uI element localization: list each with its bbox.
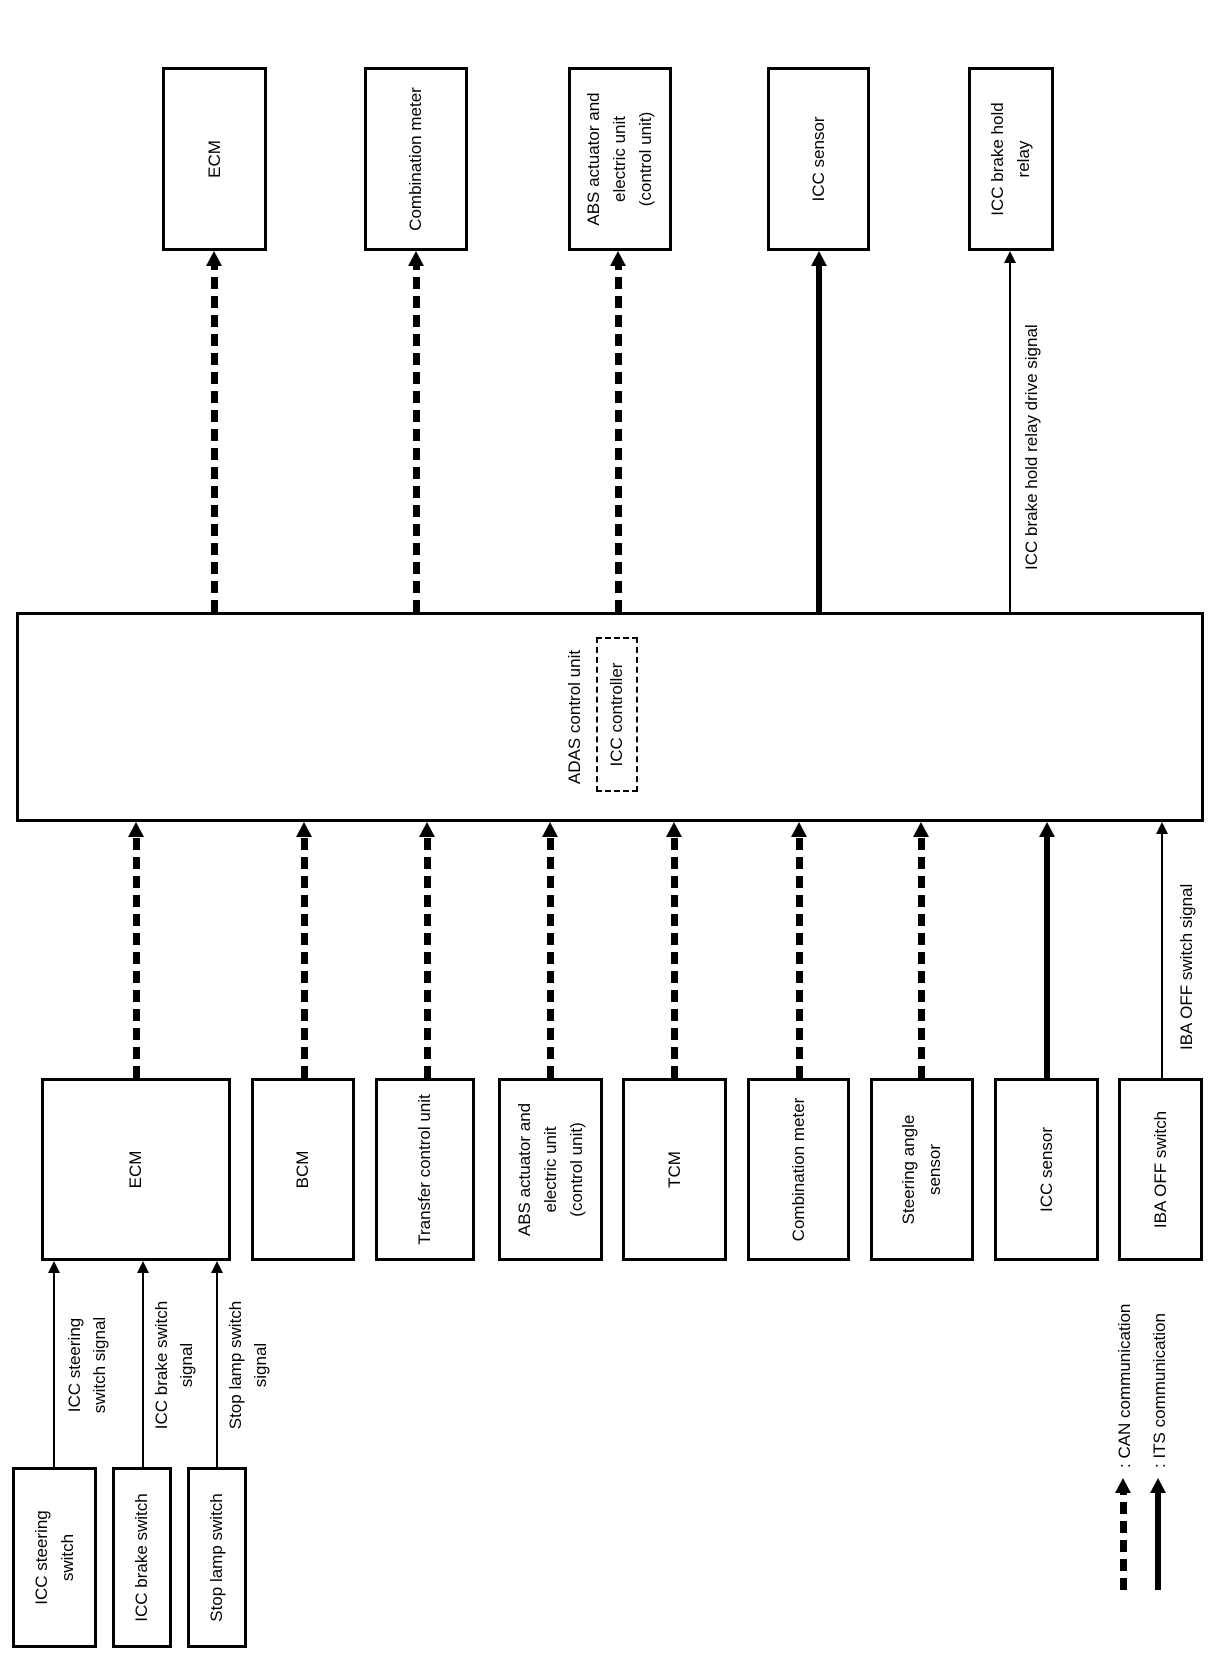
node-ecm-right: ECM <box>162 67 267 251</box>
arrow-icc-sensor-to-adas-its <box>1039 822 1055 1078</box>
node-icc-brake-hold-relay: ICC brake hold relay <box>968 67 1054 251</box>
arrow-bcm-to-adas-can <box>296 822 312 1078</box>
arrow-transfer-to-adas-can <box>419 822 435 1078</box>
arrowhead <box>1115 1478 1131 1493</box>
arrowhead <box>1150 1478 1166 1493</box>
node-icc-steering-switch: ICC steering switch <box>12 1467 97 1648</box>
arrowhead <box>296 822 312 837</box>
label-iba-off-switch-signal: IBA OFF switch signal <box>1177 883 1196 1050</box>
arrowhead <box>408 251 424 266</box>
signal-line <box>142 1273 144 1467</box>
can-line <box>300 837 308 1078</box>
arrowhead <box>1039 822 1055 837</box>
arrowhead <box>1156 822 1168 834</box>
arrow-abs-to-adas-can <box>542 822 558 1078</box>
arrow-icc-steering-switch-to-ecm <box>48 1261 60 1467</box>
node-stop-lamp-switch: Stop lamp switch <box>187 1467 247 1648</box>
label-icc-brake-hold-relay-drive-signal: ICC brake hold relay drive signal <box>1022 324 1041 570</box>
can-line <box>423 837 431 1078</box>
arrow-adas-to-icc-sensor-its <box>811 251 827 612</box>
can-line <box>210 266 218 612</box>
adas-control-unit-label: ADAS control unit <box>565 649 584 785</box>
node-combination-meter-left: Combination meter <box>747 1078 850 1261</box>
can-line <box>412 266 420 612</box>
signal-line <box>53 1273 55 1467</box>
arrow-adas-to-ecm-can <box>206 251 222 612</box>
arrowhead <box>48 1261 60 1273</box>
node-bcm: BCM <box>251 1078 355 1261</box>
arrow-steering-angle-to-adas-can <box>913 822 929 1078</box>
label-stop-lamp-switch-signal: Stop lamp switch signal <box>226 1300 270 1430</box>
its-line <box>816 266 822 612</box>
can-line <box>795 837 803 1078</box>
arrow-adas-to-abs-can <box>610 251 626 612</box>
arrow-combination-meter-to-adas-can <box>791 822 807 1078</box>
arrow-stop-lamp-switch-to-ecm <box>211 1261 223 1467</box>
signal-line <box>1161 834 1163 1078</box>
arrow-adas-to-icc-brake-hold-relay <box>1004 251 1016 612</box>
node-steering-angle-sensor: Steering angle sensor <box>870 1078 974 1261</box>
can-line <box>670 837 678 1078</box>
arrow-ecm-to-adas-can <box>128 822 144 1078</box>
arrowhead <box>211 1261 223 1273</box>
can-line <box>132 837 140 1078</box>
node-icc-sensor-right: ICC sensor <box>767 67 870 251</box>
arrowhead <box>1004 251 1016 263</box>
node-transfer-control-unit: Transfer control unit <box>375 1078 475 1261</box>
legend-its-arrow <box>1150 1478 1166 1590</box>
node-icc-brake-switch: ICC brake switch <box>112 1467 172 1648</box>
can-line <box>1119 1493 1127 1590</box>
arrowhead <box>666 822 682 837</box>
node-abs-actuator-right: ABS actuator and electric unit (control … <box>568 67 672 251</box>
node-adas-control-unit: ADAS control unit ICC controller <box>16 612 1204 822</box>
legend-its-label: : ITS communication <box>1150 1313 1169 1468</box>
arrowhead <box>128 822 144 837</box>
arrow-iba-off-switch-to-adas <box>1156 822 1168 1078</box>
arrowhead <box>419 822 435 837</box>
arrowhead <box>811 251 827 266</box>
node-abs-actuator-left: ABS actuator and electric unit (control … <box>498 1078 603 1261</box>
arrow-adas-to-combination-meter-can <box>408 251 424 612</box>
can-line <box>917 837 925 1078</box>
its-line <box>1155 1493 1161 1590</box>
legend-can-arrow <box>1115 1478 1131 1590</box>
its-line <box>1044 837 1050 1078</box>
node-icc-controller: ICC controller <box>596 637 638 792</box>
label-icc-steering-switch-signal: ICC steering switch signal <box>65 1316 109 1414</box>
label-icc-brake-switch-signal: ICC brake switch signal <box>152 1300 196 1430</box>
can-line <box>614 266 622 612</box>
arrowhead <box>137 1261 149 1273</box>
arrowhead <box>610 251 626 266</box>
node-iba-off-switch: IBA OFF switch <box>1118 1078 1203 1261</box>
node-ecm-left: ECM <box>41 1078 231 1261</box>
arrowhead <box>542 822 558 837</box>
arrow-icc-brake-switch-to-ecm <box>137 1261 149 1467</box>
arrowhead <box>913 822 929 837</box>
node-icc-sensor-left: ICC sensor <box>994 1078 1099 1261</box>
signal-line <box>216 1273 218 1467</box>
arrowhead <box>791 822 807 837</box>
arrowhead <box>206 251 222 266</box>
can-line <box>546 837 554 1078</box>
legend-can-label: : CAN communication <box>1115 1303 1134 1468</box>
signal-line <box>1009 263 1011 612</box>
arrow-tcm-to-adas-can <box>666 822 682 1078</box>
node-tcm: TCM <box>622 1078 727 1261</box>
node-combination-meter-right: Combination meter <box>364 67 468 251</box>
